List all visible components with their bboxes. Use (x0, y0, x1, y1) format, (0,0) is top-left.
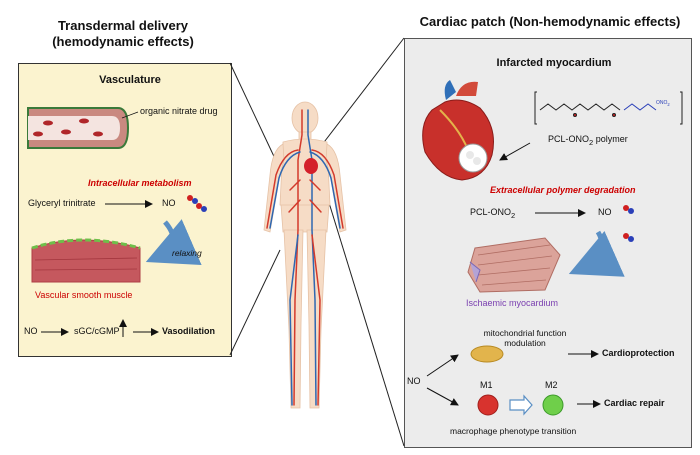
smooth-muscle-illustration (31, 238, 141, 283)
human-body-illustration (263, 101, 347, 409)
drug-label: organic nitrate drug (140, 106, 218, 116)
branch-arrows (426, 350, 601, 408)
m2-label: M2 (545, 380, 558, 390)
m2-macrophage-icon (542, 394, 564, 416)
mitochondrion-icon (470, 345, 504, 363)
smooth-muscle-label: Vascular smooth muscle (35, 290, 133, 300)
no-molecules (187, 195, 207, 212)
left-heading-line1: Transdermal delivery (57, 18, 189, 33)
blood-vessel-illustration (27, 107, 139, 149)
glyceryl-trinitrate-label: Glyceryl trinitrate (28, 198, 96, 208)
no-molecules-right (623, 205, 634, 242)
relaxing-arrow (145, 219, 202, 266)
macrophage-transition-label: macrophage phenotype transition (450, 426, 577, 436)
branch-no-label: NO (407, 376, 421, 386)
myocardium-title: Infarcted myocardium (496, 57, 612, 69)
heart-illustration (422, 80, 494, 181)
connector-lines (229, 37, 405, 447)
ischaemic-label: Ischaemic myocardium (466, 298, 559, 308)
transition-arrow (509, 394, 533, 416)
polymer-to-heart-arrow (499, 142, 531, 161)
relaxing-label: relaxing (172, 248, 202, 258)
formula-ono2: ONO2 (656, 100, 670, 107)
vasodilation-pathway (41, 319, 159, 337)
pcl-polymer-structure (534, 91, 683, 125)
pathway-middle: sGC/cGMP (74, 326, 120, 336)
pcl-reactant: PCL-ONO2 (470, 207, 516, 220)
left-heading: Transdermal delivery (hemodynamic effect… (28, 18, 218, 50)
cardioprotection-label: Cardioprotection (602, 348, 675, 358)
no-product-right: NO (598, 207, 612, 217)
polymer-label: PCL-ONO2 polymer (548, 134, 628, 147)
m1-label: M1 (480, 380, 493, 390)
metabolism-label: Intracellular metabolism (88, 178, 192, 188)
degradation-label: Extracellular polymer degradation (490, 185, 636, 195)
pathway-start: NO (24, 326, 38, 336)
right-heading: Cardiac patch (Non-hemodynamic effects) (419, 14, 681, 29)
vasculature-title: Vasculature (99, 74, 161, 86)
m1-macrophage-icon (477, 394, 499, 416)
left-heading-line2: (hemodynamic effects) (52, 34, 194, 49)
pathway-end: Vasodilation (162, 326, 216, 336)
heart-icon (304, 158, 318, 174)
cardiac-repair-label: Cardiac repair (604, 398, 665, 408)
no-product-left: NO (162, 198, 176, 208)
ischaemic-myocardium-illustration (467, 237, 561, 293)
degradation-arrow (568, 230, 625, 277)
